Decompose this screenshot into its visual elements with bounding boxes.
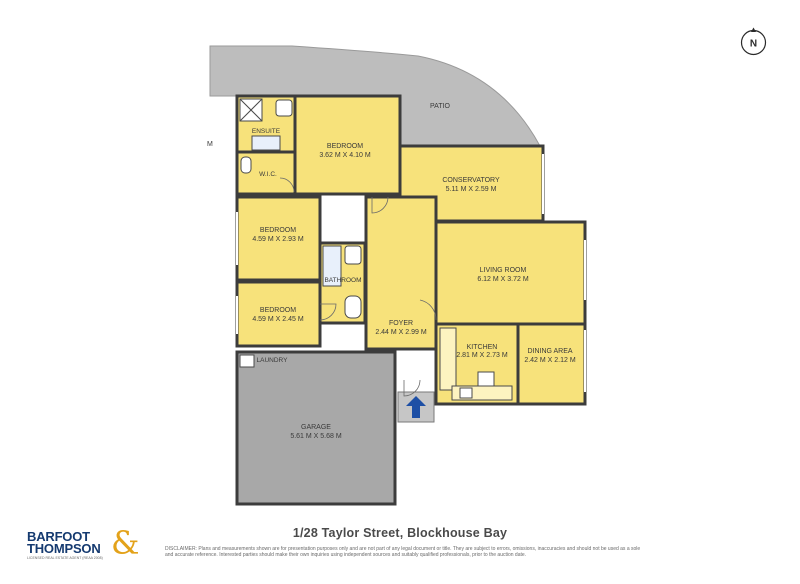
bathroom-label: BATHROOM bbox=[324, 277, 361, 284]
bedroom2-label: BEDROOM bbox=[260, 227, 296, 234]
brand-logo: BARFOOT THOMPSON & LICENSED REAL ESTATE … bbox=[27, 527, 167, 561]
bedroom3-size: 4.59 M X 2.45 M bbox=[252, 316, 304, 323]
kitchen-size: 2.81 M X 2.73 M bbox=[456, 352, 508, 359]
foyer-label: FOYER bbox=[389, 320, 413, 327]
dining-size: 2.42 M X 2.12 M bbox=[524, 357, 576, 364]
kitchen-label: KITCHEN bbox=[467, 344, 498, 351]
bedroom1-size: 3.62 M X 4.10 M bbox=[319, 152, 371, 159]
bedroom1-label: BEDROOM bbox=[327, 143, 363, 150]
dining-room bbox=[516, 322, 587, 406]
laundry-bench bbox=[239, 354, 255, 368]
conservatory-size: 5.11 M X 2.59 M bbox=[446, 186, 497, 193]
ensuite-fixtures bbox=[239, 98, 293, 174]
living-label: LIVING ROOM bbox=[480, 267, 527, 274]
living-size: 6.12 M X 3.72 M bbox=[477, 276, 529, 283]
compass-label: N bbox=[750, 39, 757, 50]
conservatory-label: CONSERVATORY bbox=[442, 177, 500, 184]
logo-tagline: LICENSED REAL ESTATE AGENT (REAA 2008) bbox=[27, 556, 103, 560]
wic-label: W.I.C. bbox=[259, 171, 277, 178]
dining-label: DINING AREA bbox=[527, 348, 572, 355]
laundry-label: LAUNDRY bbox=[257, 357, 289, 364]
ensuite-label: ENSUITE bbox=[252, 128, 281, 135]
property-address: 1/28 Taylor Street, Blockhouse Bay bbox=[292, 526, 508, 540]
kitchen-fixtures bbox=[439, 327, 513, 401]
entry-arrow-icon bbox=[406, 396, 426, 418]
garage-label: GARAGE bbox=[301, 424, 331, 431]
bedroom3-label: BEDROOM bbox=[260, 307, 296, 314]
stray-mark: M bbox=[207, 141, 213, 148]
bedroom2-size: 4.59 M X 2.93 M bbox=[252, 236, 304, 243]
logo-line-2: THOMPSON bbox=[27, 541, 101, 556]
patio-label: PATIO bbox=[430, 103, 451, 110]
logo-line-1: BARFOOT bbox=[27, 529, 90, 544]
bathroom-fixtures bbox=[322, 245, 362, 319]
living-room bbox=[410, 220, 587, 326]
foyer-size: 2.44 M X 2.99 M bbox=[375, 329, 427, 336]
windows bbox=[236, 154, 586, 392]
north-compass-icon: N bbox=[740, 27, 767, 56]
foyer-room bbox=[364, 195, 438, 351]
bedroom3-room bbox=[235, 280, 322, 348]
bedroom1-room bbox=[293, 94, 402, 196]
disclaimer-text: DISCLAIMER: Plans and measurements shown… bbox=[165, 546, 641, 559]
logo-ampersand: & bbox=[111, 524, 140, 562]
garage-size: 5.61 M X 5.68 M bbox=[290, 433, 342, 440]
garage-room bbox=[235, 350, 397, 506]
door-swings bbox=[279, 177, 437, 397]
